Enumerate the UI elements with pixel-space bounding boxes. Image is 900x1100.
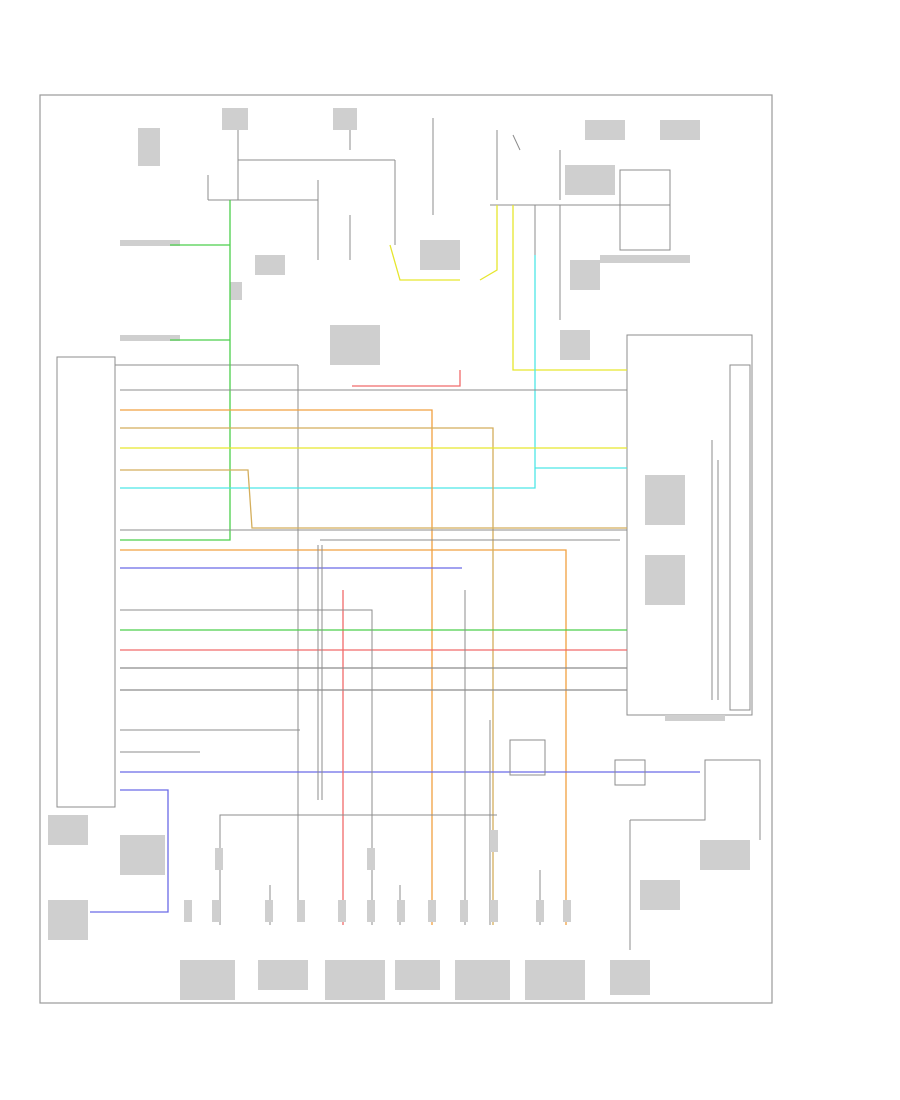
wiring-layer — [90, 200, 700, 925]
wire-tan-b — [120, 469, 627, 529]
diagram-frame — [39, 94, 773, 1004]
wire-blue-c — [90, 789, 169, 913]
gray-routing — [120, 389, 761, 950]
wire-red-a — [352, 370, 461, 387]
wire-cyan — [120, 255, 627, 489]
wire-green-trunk — [120, 200, 231, 541]
bottom-sensors — [180, 830, 750, 1000]
wire-orange-a — [120, 409, 433, 925]
ignition-area — [120, 108, 700, 365]
relay-box — [600, 169, 690, 263]
wire-tan-a — [120, 427, 494, 925]
control-module-right — [626, 334, 753, 721]
ecu-left — [48, 356, 299, 940]
wire-yellow-cnx — [389, 205, 627, 371]
wire-orange-b — [120, 549, 567, 925]
